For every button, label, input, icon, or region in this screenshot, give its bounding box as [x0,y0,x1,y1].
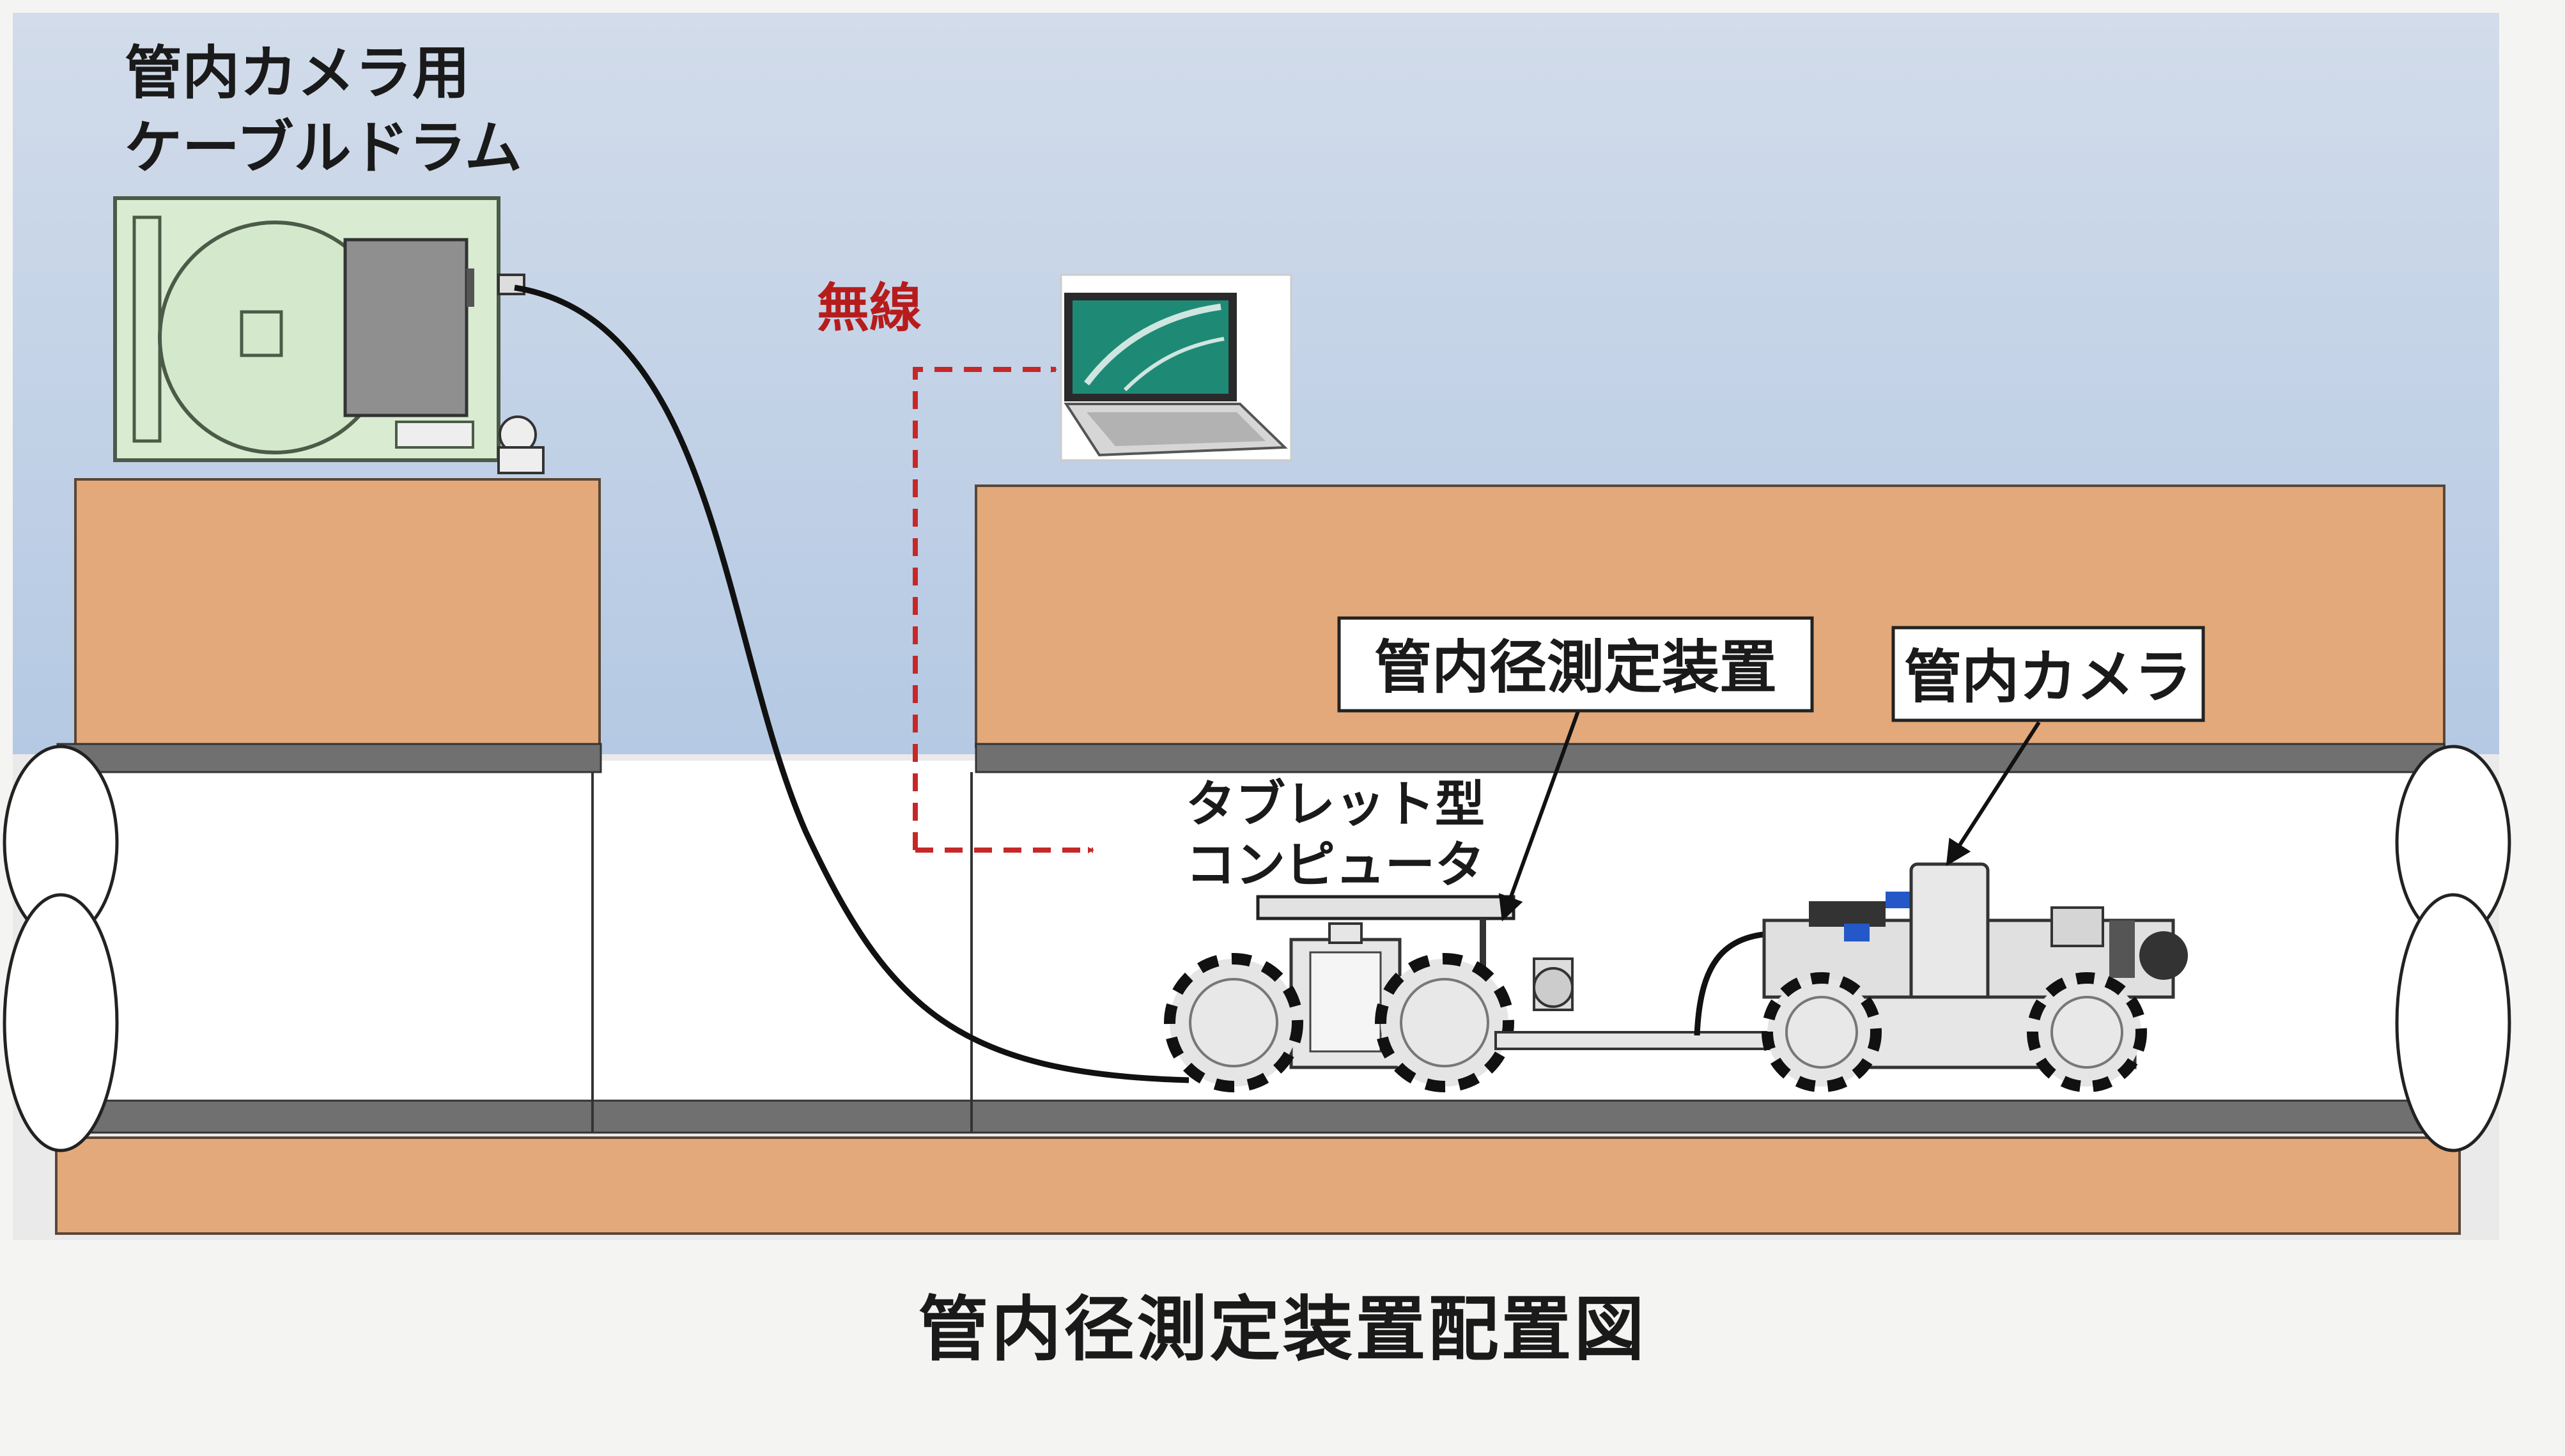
pipe-camera-label: 管内カメラ [1904,644,2192,711]
pipe-right-end [2395,745,2511,1152]
measuring-device-pointer [1498,708,1581,922]
measuring-cart-icon [1164,895,1848,1092]
pipe-camera-pointer [1946,721,2041,867]
measuring-device-callout-box [1337,616,1814,713]
soil-left-block [74,478,601,748]
laptop-icon [1060,274,1292,461]
pipe-top-wall-left [56,743,602,773]
tablet-label-line2: コンピュータ [1186,837,1485,894]
cable-drum-icon [113,196,545,474]
camera-cable [514,284,1190,1083]
wireless-link [913,366,1094,853]
camera-robot-icon [1694,862,2188,1092]
soil-bottom-block [55,1136,2461,1235]
wireless-label: 無線 [817,278,922,339]
pipe-left-end [3,745,119,1152]
figure-caption: 管内径測定装置配置図 [918,1289,1647,1370]
pipe-top-wall-right [975,743,2445,773]
cable-drum-label-line2: ケーブルドラム [125,114,522,182]
cable-drum-label-line1: 管内カメラ用 [125,40,470,107]
pipe-bottom-wall [56,1099,2449,1134]
tablet-label-line1: タブレット型 [1186,776,1485,833]
pipe-camera-callout-box [1891,626,2205,722]
measuring-device-label: 管内径測定装置 [1374,634,1777,701]
